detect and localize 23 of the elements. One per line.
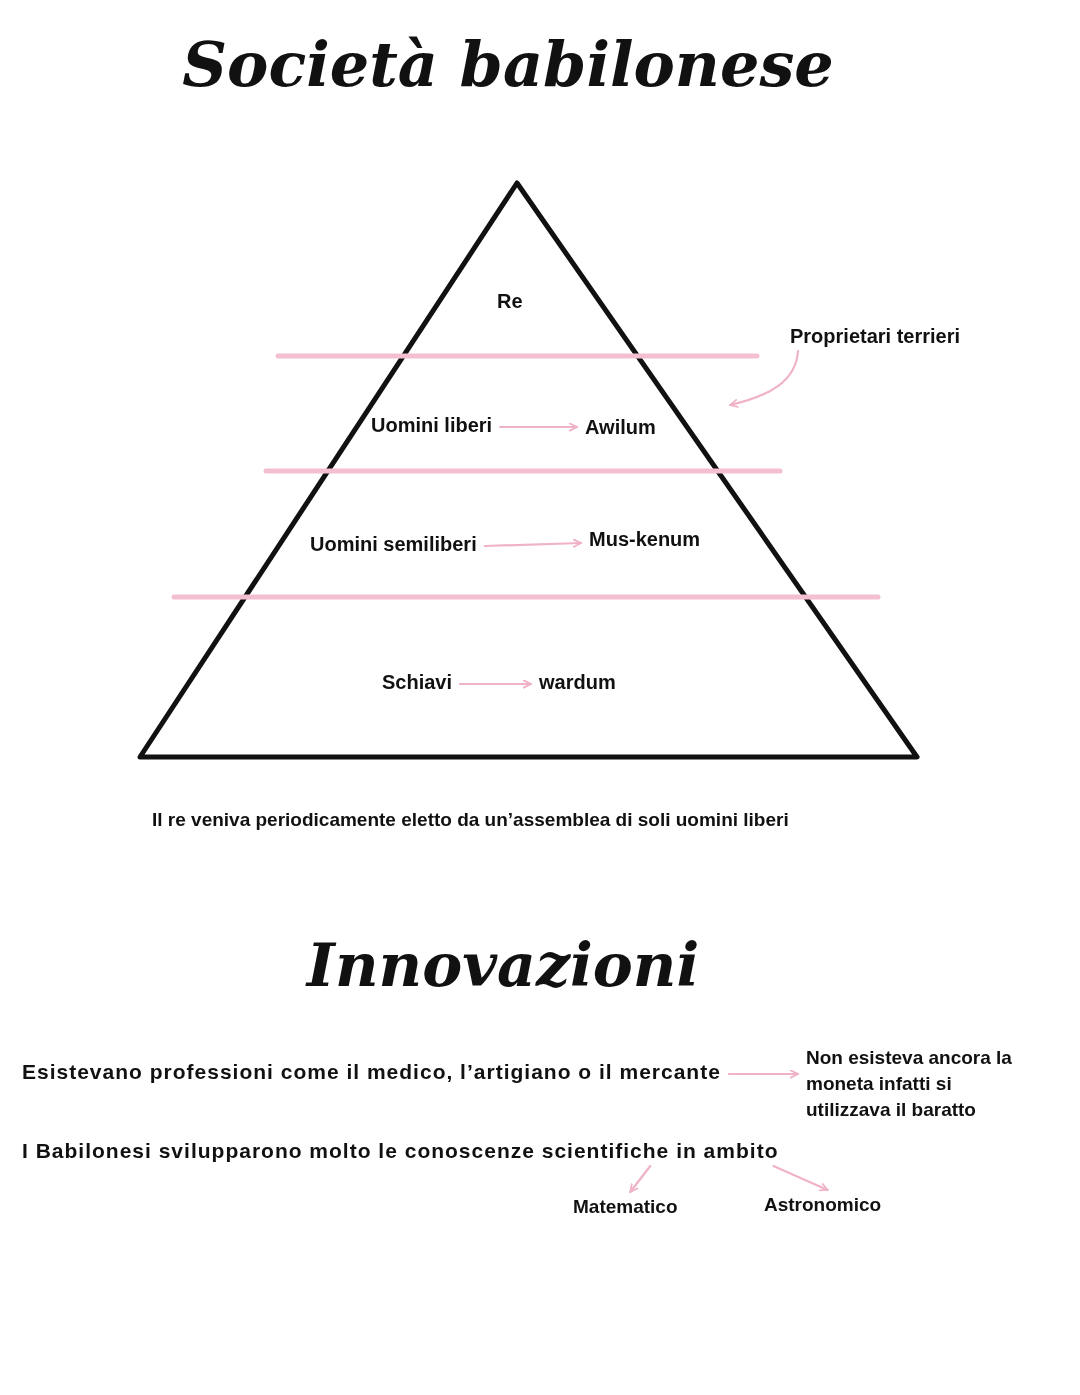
node-text: Astronomico [764, 1193, 882, 1217]
section-heading: Innovazioni [306, 930, 700, 1000]
arrow [499, 422, 579, 432]
node-text: Uomini liberi [371, 413, 493, 437]
node-text: Re [497, 289, 523, 313]
arrow [483, 538, 583, 548]
node-text: Mus-kenum [589, 527, 701, 551]
arrow [629, 1164, 652, 1194]
node-text: Esistevano professioni come il medico, l’artigiano o il mercante [22, 1060, 721, 1084]
title: Società babilonese [182, 28, 834, 101]
node-text: Schiavi [382, 670, 453, 694]
arrow [727, 1069, 800, 1079]
node-text: Proprietari terrieri [790, 324, 961, 348]
arrow [772, 1164, 829, 1192]
note: Il re veniva periodicamente eletto da un’assemblea di soli uomini liberi [152, 808, 789, 832]
node-text: Awilum [585, 415, 656, 439]
arrow [458, 679, 533, 689]
arrow [728, 349, 800, 408]
node-text: wardum [539, 670, 616, 694]
node-text: I Babilonesi svilupparono molto le conoscenze scientifiche in ambito [22, 1139, 779, 1163]
node-text: Uomini semiliberi [310, 532, 477, 556]
node-text: Non esisteva ancora la moneta infatti si utilizzava il baratto [806, 1045, 1038, 1123]
node-text: Matematico [573, 1195, 678, 1219]
